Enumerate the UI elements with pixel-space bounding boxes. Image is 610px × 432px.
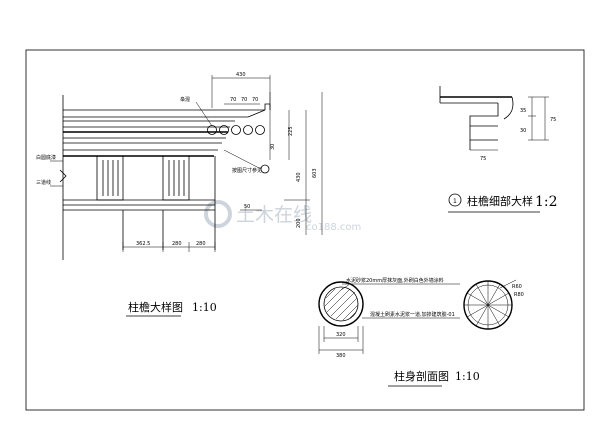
label-note: 按图尺寸参见 xyxy=(232,167,262,174)
molding-dim-a: 35 xyxy=(520,108,526,114)
dim-base-h: 200 xyxy=(296,218,302,228)
section-dim-inner: 320 xyxy=(336,332,346,338)
dim-frieze-h: 430 xyxy=(296,172,302,182)
molding-dim-b: 75 xyxy=(550,117,556,123)
section-small-dim-a: R60 xyxy=(512,284,522,290)
dim-total-h: 603 xyxy=(312,168,318,178)
dim-bottom-a: 362.5 xyxy=(136,241,150,247)
label-plaster: 白圆底漆 xyxy=(36,154,56,161)
molding-circle-num: 1 xyxy=(453,198,457,205)
column-section: 水泥砂浆20mm厚抹灰面,外刷白色外墙涂料 混凝土刷素水泥浆一道,加掺建筑胶-0… xyxy=(318,277,524,387)
section-note-1: 水泥砂浆20mm厚抹灰面,外刷白色外墙涂料 xyxy=(346,277,444,284)
watermark-url: co188.com xyxy=(306,222,361,233)
dim-top-width: 430 xyxy=(236,72,246,78)
flutes-right xyxy=(162,155,190,201)
dim-dentil-b: 70 xyxy=(241,97,247,103)
molding-detail-scale: 1:2 xyxy=(535,194,558,210)
molding-detail-title: 柱檐细部大样 xyxy=(467,194,533,208)
capital-detail-scale: 1:10 xyxy=(192,301,217,314)
dim-small-h: 30 xyxy=(270,144,276,150)
dim-bottom-c: 280 xyxy=(196,241,206,247)
section-hatch xyxy=(324,287,359,321)
watermark: 土木在线 co188.com xyxy=(204,200,361,233)
label-lintel: 三道线 xyxy=(36,179,51,186)
molding-detail: 75 35 75 30 1 柱檐细部大样 1:2 xyxy=(439,86,558,213)
flutes-left xyxy=(96,155,124,201)
label-ogee: 枭混 xyxy=(180,96,190,103)
molding-dim-c: 30 xyxy=(520,128,526,134)
section-dim-outer: 380 xyxy=(336,353,346,359)
dim-dentil-a: 70 xyxy=(230,97,236,103)
dim-dentil-c: 70 xyxy=(252,97,258,103)
section-scale: 1:10 xyxy=(455,370,480,383)
section-small-dim-b: R80 xyxy=(514,292,524,298)
capital-detail-title: 柱檐大样图 xyxy=(128,300,183,314)
fluted-plan xyxy=(464,281,512,329)
watermark-text: 土木在线 xyxy=(236,204,312,226)
section-title: 柱身剖面图 xyxy=(394,369,449,383)
sheet-border xyxy=(25,49,585,411)
molding-dim-width: 75 xyxy=(480,156,486,162)
section-note-2: 混凝土刷素水泥浆一道,加掺建筑胶-01 xyxy=(370,311,455,318)
dim-bottom-b: 280 xyxy=(172,241,182,247)
capital-detail: 430 70 70 70 225 430 603 30 200 50 枭混 白圆… xyxy=(36,72,323,317)
dim-cornice-h: 225 xyxy=(288,126,294,136)
dim-offset: 50 xyxy=(244,204,250,210)
